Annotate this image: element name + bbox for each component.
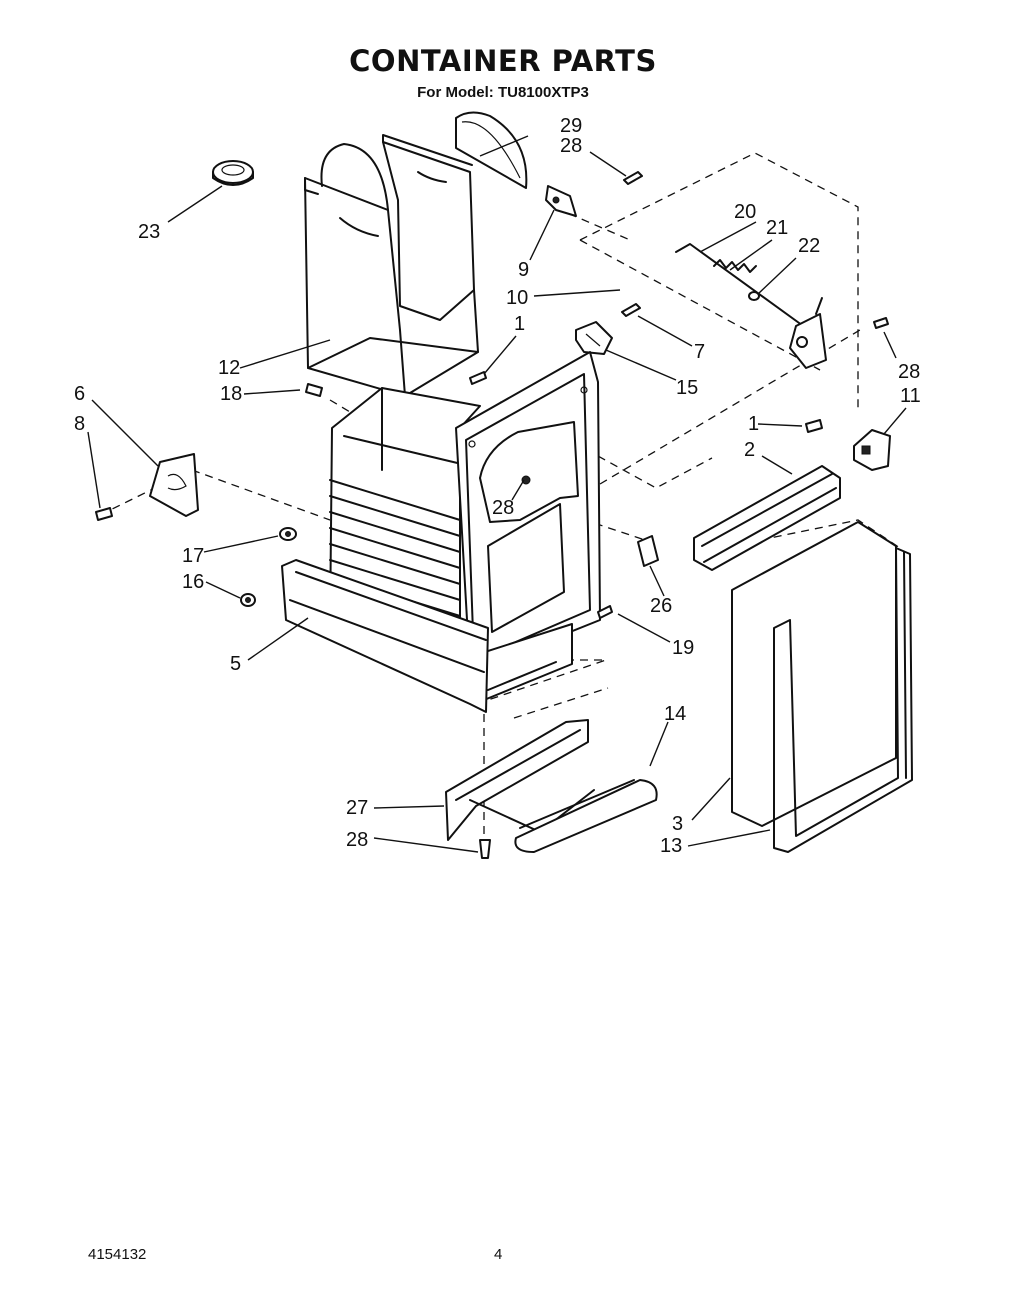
callout-19: 19 [672, 637, 694, 659]
part-8-screw [95, 507, 113, 521]
part-29-lid-panel [455, 111, 528, 189]
part-12-liner-bags [304, 134, 479, 397]
callout-1: 1 [514, 313, 525, 335]
callout-18: 18 [220, 383, 242, 405]
callout-21: 21 [766, 217, 788, 239]
part-18-screw [305, 383, 323, 397]
callout-8: 8 [74, 413, 85, 435]
part-1-screw-left [469, 371, 487, 385]
callout-29: 29 [560, 115, 582, 137]
callout-27: 27 [346, 797, 368, 819]
callout-14: 14 [664, 703, 686, 725]
part-17-nut [279, 527, 297, 541]
callout-16: 16 [182, 571, 204, 593]
document-number: 4154132 [88, 1246, 147, 1263]
callout-11: 11 [900, 385, 921, 407]
callout-7: 7 [694, 341, 705, 363]
callout-28: 28 [898, 361, 920, 383]
callout-10: 10 [506, 287, 528, 309]
part-2-top-rail [693, 465, 841, 571]
callout-26: 26 [650, 595, 672, 617]
callout-5: 5 [230, 653, 241, 675]
part-13-door-frame [773, 547, 913, 853]
callout-22: 22 [798, 235, 820, 257]
callout-23: 23 [138, 221, 160, 243]
part-23-cap [212, 160, 254, 186]
part-7-screw [621, 303, 641, 317]
callout-28: 28 [560, 135, 582, 157]
callout-6: 6 [74, 383, 85, 405]
part-9-hinge-bracket [545, 185, 577, 217]
callout-1: 1 [748, 413, 759, 435]
part-6-side-bracket [149, 453, 199, 517]
callout-15: 15 [676, 377, 698, 399]
callout-17: 17 [182, 545, 204, 567]
part-5-base-channel [281, 559, 489, 713]
part-20-22-spring-rod [675, 243, 827, 369]
callout-28: 28 [492, 497, 514, 519]
page-title: CONTAINER PARTS [349, 44, 657, 78]
model-subtitle: For Model: TU8100XTP3 [417, 84, 589, 101]
part-28-screw-bottom [479, 839, 491, 859]
part-19-screw [597, 605, 613, 619]
part-28-screw-right [873, 317, 889, 329]
callout-9: 9 [518, 259, 529, 281]
callout-20: 20 [734, 201, 756, 223]
callout-2: 2 [744, 439, 755, 461]
part-1-screw-right [805, 419, 823, 433]
callout-13: 13 [660, 835, 682, 857]
part-3-door-panel [731, 521, 897, 827]
callout-12: 12 [218, 357, 240, 379]
callout-labels: 29 28 23 9 10 20 21 22 1 7 28 12 15 11 1… [74, 115, 921, 857]
page-number: 4 [494, 1246, 503, 1263]
part-26-clip [637, 535, 659, 567]
part-15-latch-bracket [575, 321, 613, 355]
part-11-bracket [853, 429, 891, 471]
part-28-screw-top [623, 171, 643, 185]
callout-28: 28 [346, 829, 368, 851]
callout-leader-lines [87, 135, 907, 853]
callout-3: 3 [672, 813, 683, 835]
part-14-drawer-front [514, 779, 658, 853]
part-16-push-fastener [240, 593, 256, 607]
